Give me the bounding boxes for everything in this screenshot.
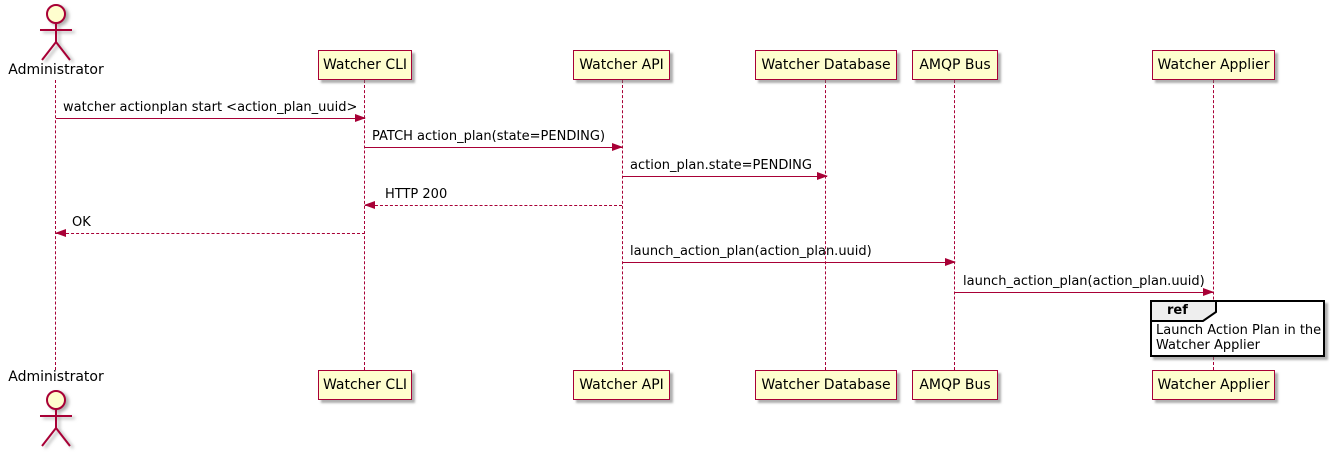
message-label: action_plan.state=PENDING: [630, 158, 812, 173]
arrowhead-left-icon: [55, 229, 66, 237]
arrowhead-right-icon: [355, 114, 366, 122]
arrowhead-right-icon: [817, 172, 828, 180]
participant-watcher-database-top: Watcher Database: [755, 50, 897, 80]
ref-fragment: ref Launch Action Plan in the Watcher Ap…: [1150, 300, 1325, 357]
participant-watcher-applier-top: Watcher Applier: [1152, 50, 1275, 80]
administrator-actor-icon: [40, 390, 72, 447]
participant-watcher-api-top: Watcher API: [573, 50, 670, 80]
lifeline-watcher-api: [622, 80, 623, 370]
message-arrow-line: [365, 143, 623, 151]
message-patch-action-plan: PATCH action_plan(state=PENDING): [365, 129, 623, 151]
participant-amqp-bus-bottom: AMQP Bus: [912, 370, 998, 400]
message-label: HTTP 200: [385, 187, 448, 202]
message-launch-action-plan-amqp: launch_action_plan(action_plan.uuid): [622, 244, 956, 266]
message-label: launch_action_plan(action_plan.uuid): [630, 244, 872, 259]
ref-text-line2: Watcher Applier: [1156, 338, 1260, 353]
message-arrow-line: [56, 114, 366, 122]
ref-body: Launch Action Plan in the Watcher Applie…: [1156, 323, 1321, 353]
arrowhead-left-icon: [364, 201, 375, 209]
message-action-plan-state: action_plan.state=PENDING: [622, 158, 828, 180]
arrowhead-right-icon: [612, 143, 623, 151]
participant-watcher-database-bottom: Watcher Database: [755, 370, 897, 400]
message-return-line: [55, 229, 365, 237]
arrowhead-right-icon: [945, 258, 956, 266]
participant-amqp-bus-top: AMQP Bus: [912, 50, 998, 80]
arrowhead-right-icon: [1203, 288, 1214, 296]
message-launch-action-plan-applier: launch_action_plan(action_plan.uuid): [955, 274, 1214, 296]
ref-text-line1: Launch Action Plan in the: [1156, 323, 1322, 338]
message-arrow-line: [955, 288, 1214, 296]
message-ok: OK: [55, 215, 365, 237]
ref-keyword: ref: [1167, 303, 1188, 318]
ref-tab-shape: [1150, 300, 1217, 322]
participant-watcher-cli-bottom: Watcher CLI: [318, 370, 412, 400]
lifeline-watcher-database: [825, 80, 826, 370]
message-http-200: HTTP 200: [364, 187, 622, 209]
actor-label-bottom: Administrator: [8, 369, 104, 385]
message-label: OK: [72, 215, 91, 230]
message-actionplan-start: watcher actionplan start <action_plan_uu…: [56, 100, 366, 122]
participant-watcher-api-bottom: Watcher API: [573, 370, 670, 400]
message-arrow-line: [622, 258, 956, 266]
lifeline-watcher-applier: [1213, 80, 1214, 370]
lifeline-amqp-bus: [954, 80, 955, 370]
participant-watcher-applier-bottom: Watcher Applier: [1152, 370, 1275, 400]
lifeline-watcher-cli: [364, 80, 365, 370]
message-label: PATCH action_plan(state=PENDING): [372, 129, 606, 144]
message-label: watcher actionplan start <action_plan_uu…: [63, 100, 358, 115]
administrator-actor-icon: [40, 4, 72, 61]
actor-label-top: Administrator: [8, 62, 104, 78]
participant-watcher-cli-top: Watcher CLI: [318, 50, 412, 80]
lifeline-administrator: [55, 80, 56, 370]
message-return-line: [364, 201, 622, 209]
message-label: launch_action_plan(action_plan.uuid): [963, 274, 1205, 289]
message-arrow-line: [622, 172, 828, 180]
